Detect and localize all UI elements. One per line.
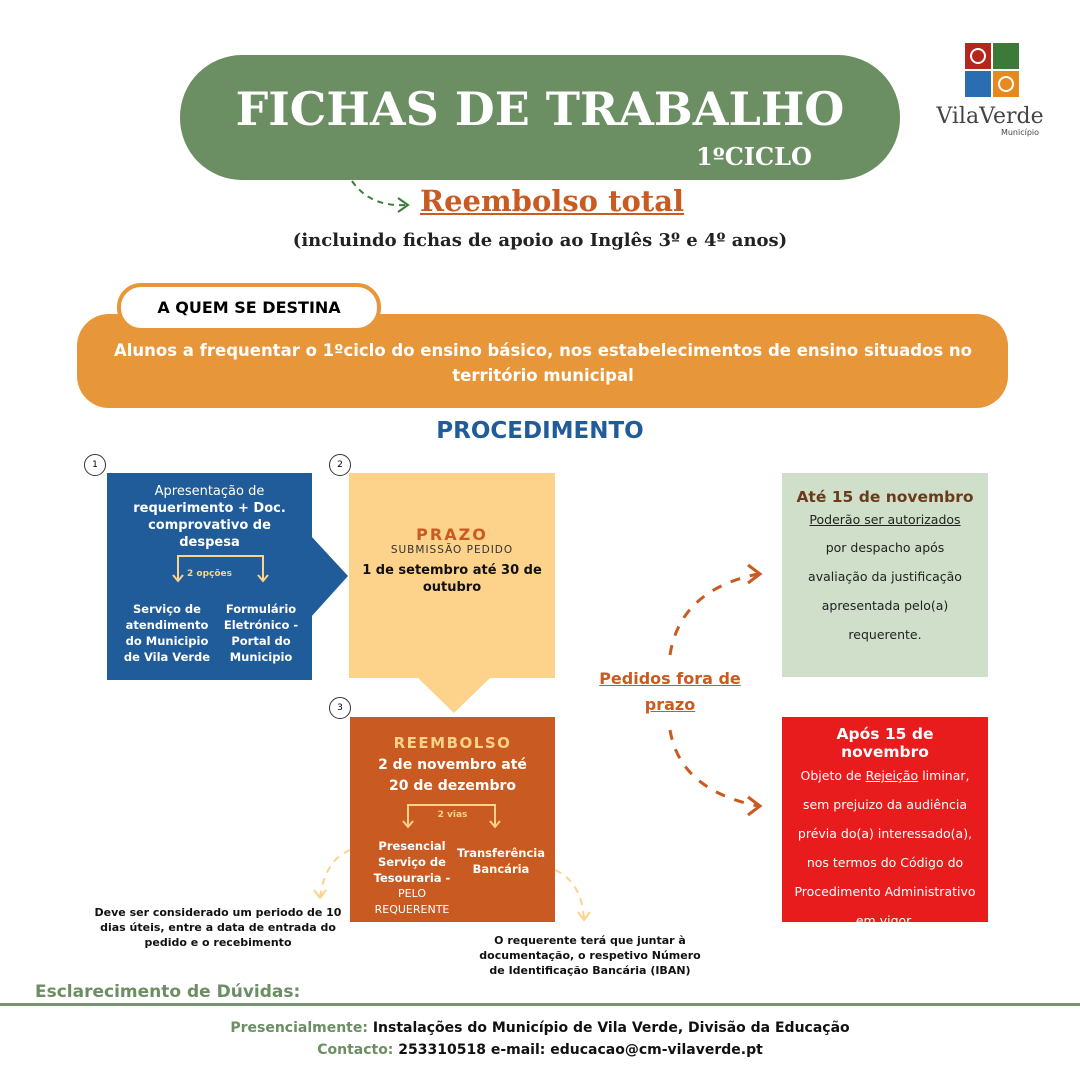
step1-box: Apresentação de requerimento + Doc. comp… (107, 473, 312, 680)
page-title: FICHAS DE TRABALHO (235, 82, 845, 136)
before-deadline-box: Até 15 de novembro Poderão ser autorizad… (782, 473, 988, 677)
bank-transfer-note: O requerente terá que juntar à documenta… (479, 934, 701, 977)
step-number-3: 3 (329, 697, 351, 719)
step3-dates: 2 de novembro até 20 de dezembro (378, 757, 527, 794)
step1-intro: Apresentação de (154, 484, 265, 499)
footer-in-person: Presencialmente: Instalações do Municípi… (0, 1020, 1080, 1036)
step1-main: requerimento + Doc. comprovativo de desp… (133, 501, 286, 550)
in-person-note: Deve ser considerado um periodo de 10 di… (94, 906, 342, 949)
way-in-person-extra: PELO REQUERENTE (374, 887, 450, 916)
step3-box: REEMBOLSO 2 de novembro até 20 de dezemb… (350, 717, 555, 922)
in-person-value: Instalações do Município de Vila Verde, … (367, 1020, 850, 1036)
branch-arrows-icon (172, 555, 269, 583)
option-service: Serviço de atendimento do Municipio de V… (123, 602, 211, 664)
dashed-curve-arrows-icon (668, 563, 763, 817)
audience-text: Alunos a frequentar o 1ºciclo do ensino … (113, 341, 973, 385)
step-number-1: 1 (84, 454, 106, 476)
before-deadline-lead: Poderão ser autorizados (809, 512, 961, 527)
after-deadline-box: Após 15 de novembro Objeto de Rejeição l… (782, 717, 988, 928)
footer-contact: Contacto: 253310518 e-mail: educacao@cm-… (0, 1042, 1080, 1058)
footer-divider (0, 1003, 1080, 1006)
procedure-title: PROCEDIMENTO (436, 418, 644, 444)
after-deadline-title: Após 15 de novembro (836, 725, 934, 761)
dashed-curve-arrows-icon (313, 849, 591, 922)
svg-text:VilaVerde: VilaVerde (935, 104, 1043, 129)
way-in-person-label: Presencial Serviço de Tesouraria - (373, 839, 451, 885)
contact-value: 253310518 e-mail: educacao@cm-vilaverde.… (393, 1042, 763, 1058)
step-number-2: 2 (329, 454, 351, 476)
page-subtitle: 1ºCICLO (696, 142, 812, 171)
step3-title: REEMBOLSO (393, 734, 512, 752)
step2-title: PRAZO (416, 525, 488, 544)
branch-arrows-icon (402, 804, 501, 829)
before-deadline-text: por despacho após avaliação da justifica… (808, 540, 962, 642)
way-bank-transfer: Transferência Bancária (456, 846, 546, 876)
options-label: 2 opções (187, 569, 232, 579)
step2-arrow-icon (417, 677, 491, 713)
headline-note: (incluindo fichas de apoio ao Inglês 3º … (292, 230, 788, 251)
contact-label: Contacto: (317, 1042, 394, 1058)
step2-subtitle: SUBMISSÃO PEDIDO (390, 544, 514, 556)
way-in-person: Presencial Serviço de Tesouraria - PELO … (368, 838, 456, 918)
ways-label: 2 vias (437, 810, 468, 820)
after-deadline-pre: Objeto de (800, 768, 866, 783)
footer-heading: Esclarecimento de Dúvidas: (35, 982, 301, 1002)
in-person-label: Presencialmente: (230, 1020, 368, 1036)
option-online-form: Formulário Eletrónico - Portal do Munici… (223, 602, 299, 664)
after-deadline-text: liminar, sem prejuizo da audiência prévi… (794, 768, 976, 928)
headline-title: Reembolso total (420, 184, 685, 218)
svg-text:Município: Município (1001, 128, 1039, 137)
late-requests-label: Pedidos fora de prazo (599, 669, 741, 714)
step1-arrow-icon (311, 536, 348, 617)
header-banner (180, 55, 900, 180)
audience-tab: A QUEM SE DESTINA (117, 283, 381, 332)
dashed-arrow-icon (351, 180, 410, 213)
step2-box: PRAZO SUBMISSÃO PEDIDO 1 de setembro até… (349, 473, 555, 678)
before-deadline-title: Até 15 de novembro (796, 488, 974, 506)
vila-verde-logo: VilaVerde Município (925, 35, 1055, 150)
after-deadline-keyword: Rejeição (865, 768, 919, 783)
step2-dates: 1 de setembro até 30 de outubro (362, 563, 542, 595)
